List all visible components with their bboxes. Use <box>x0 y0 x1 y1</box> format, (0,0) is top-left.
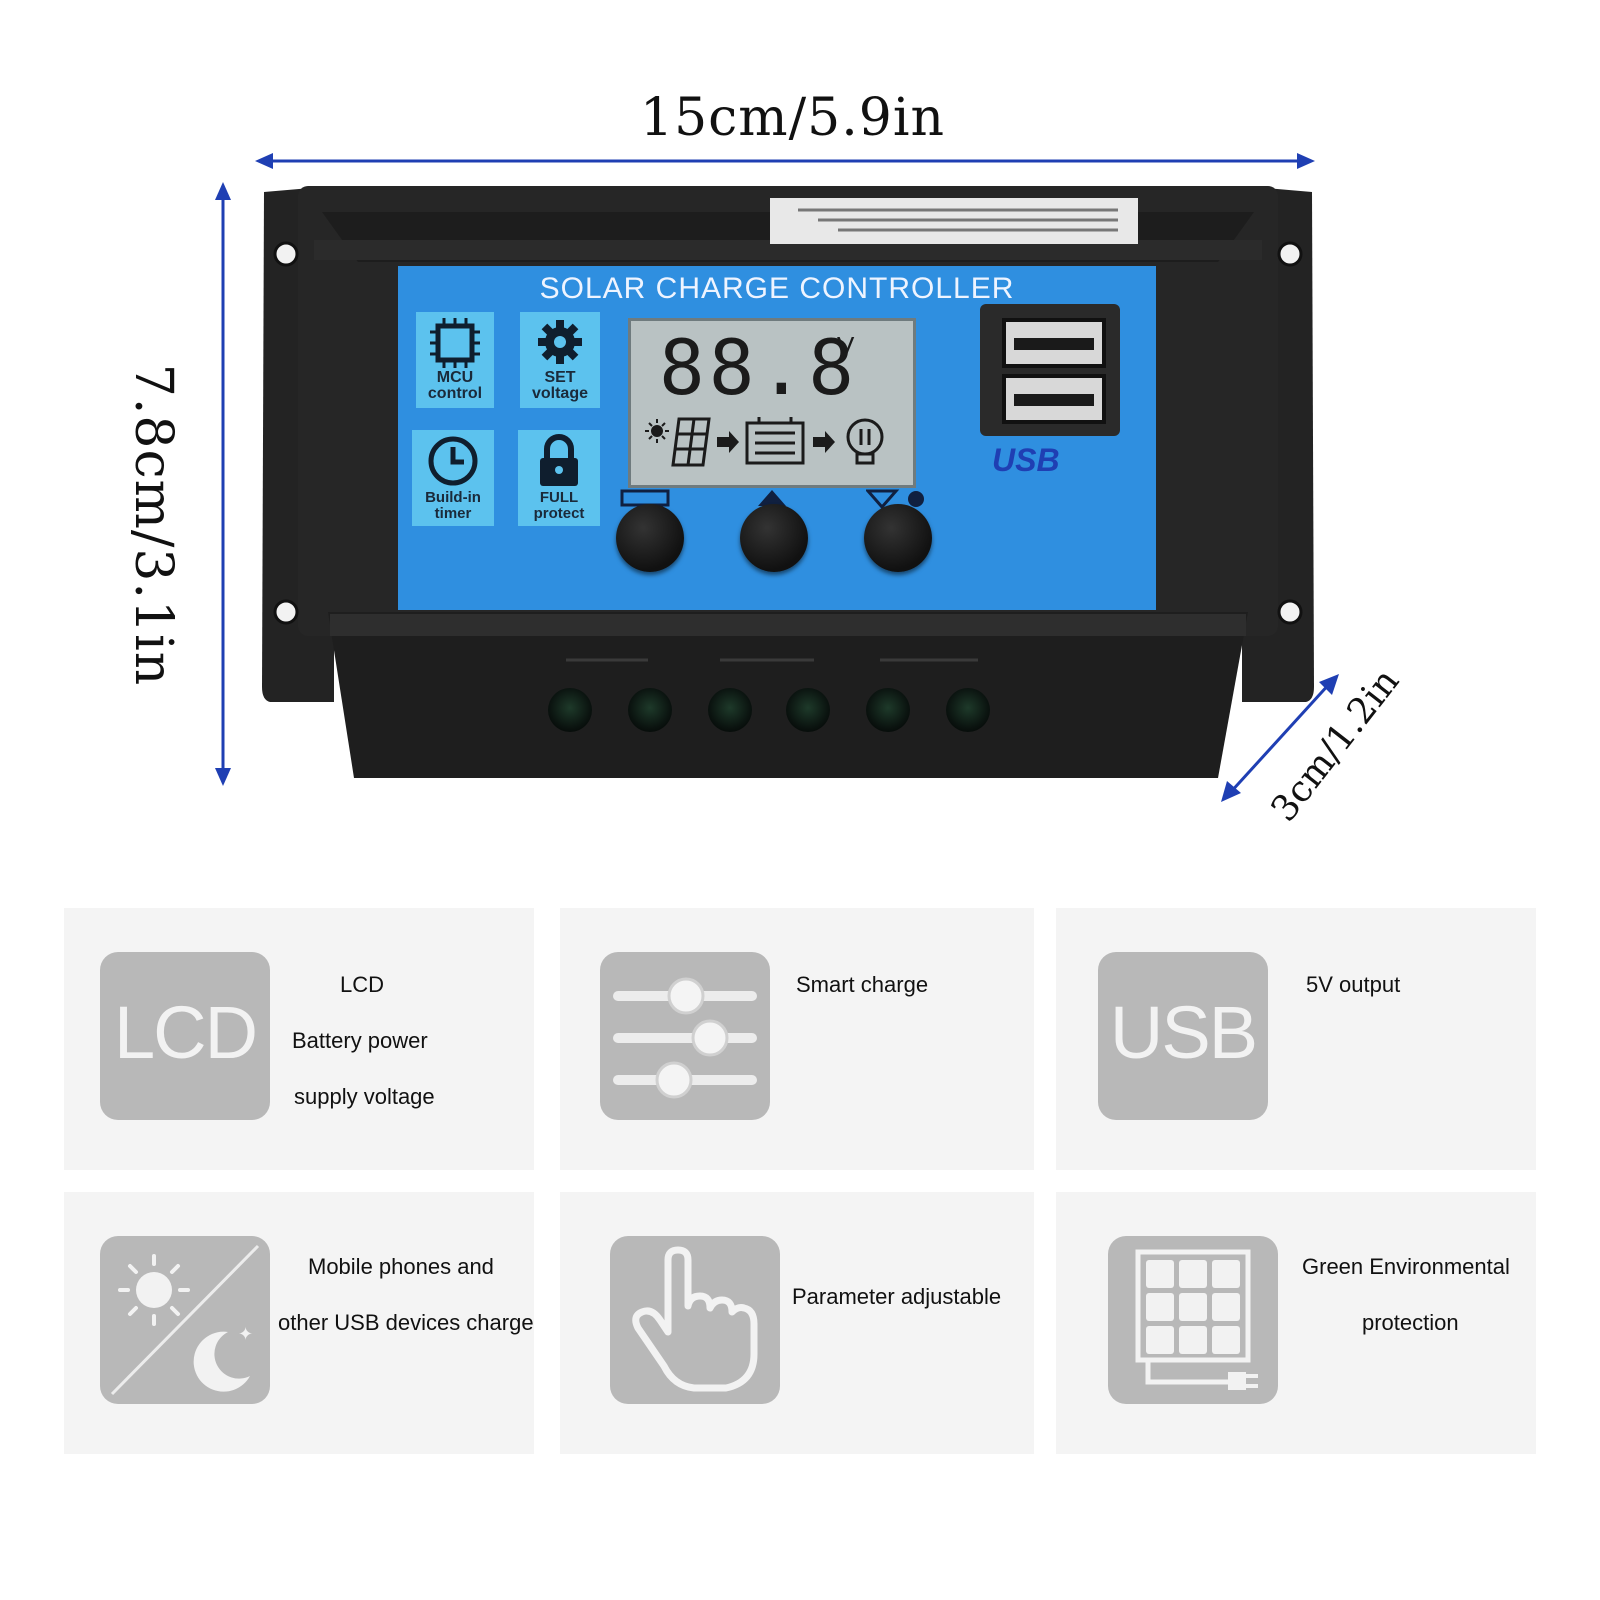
feature-smart-charge: Smart charge <box>560 908 1034 1170</box>
terminal-screw <box>548 688 592 732</box>
gear-icon <box>538 320 582 364</box>
front-panel: SOLAR CHARGE CONTROLLER MCU control <box>398 266 1156 610</box>
terminal-screw <box>866 688 910 732</box>
tag-line: FULL <box>539 489 579 506</box>
lcd-reading: 88.8 <box>659 323 859 412</box>
up-triangle-icon <box>758 490 786 506</box>
day-night-icon: ✦ <box>100 1236 270 1404</box>
tag-set-voltage: SET voltage <box>520 312 600 408</box>
feature-text: Mobile phones and <box>308 1254 494 1279</box>
tag-full-protect: FULL protect <box>518 430 600 526</box>
bulb-icon <box>846 418 884 465</box>
usb-label: USB <box>992 442 1060 478</box>
feature-text: Parameter adjustable <box>792 1284 1002 1309</box>
feature-text: supply voltage <box>294 1084 435 1109</box>
hand-pointer-icon <box>610 1236 780 1404</box>
tag-mcu-control: MCU control <box>416 312 494 408</box>
width-dimension-label: 15cm/5.9in <box>640 88 945 148</box>
tag-line: protect <box>533 505 585 522</box>
usb-icon: USB <box>1098 952 1268 1120</box>
terminal-screw <box>946 688 990 732</box>
lcd-unit: V <box>837 331 855 361</box>
terminal-screw <box>628 688 672 732</box>
tag-line: voltage <box>531 385 588 402</box>
solar-panel-icon <box>1108 1236 1278 1404</box>
solar-panel-icon <box>671 417 711 467</box>
device-title: SOLAR CHARGE CONTROLLER <box>539 272 1015 305</box>
down-button[interactable] <box>864 504 932 572</box>
feature-parameter-adjustable: Parameter adjustable <box>560 1192 1034 1454</box>
feature-green-protection: Green Environmental protection <box>1056 1192 1536 1454</box>
tag-line: SET <box>544 369 576 386</box>
usb-port-housing <box>980 304 1120 436</box>
down-triangle-icon <box>866 489 924 510</box>
tag-line: Build-in <box>425 489 481 506</box>
lcd-icon: LCD <box>100 952 270 1120</box>
height-dimension-arrow <box>215 182 231 786</box>
terminal-screw <box>708 688 752 732</box>
sliders-icon <box>600 952 770 1120</box>
charge-controller-device: SOLAR CHARGE CONTROLLER MCU control <box>258 182 1318 782</box>
arrow-icon <box>717 431 739 453</box>
chip-icon <box>430 318 480 368</box>
sun-icon <box>645 419 669 443</box>
width-dimension-arrow <box>255 153 1315 169</box>
feature-text: Green Environmental <box>1302 1254 1510 1279</box>
feature-text: LCD <box>340 972 385 997</box>
usb-port[interactable] <box>1002 374 1106 424</box>
usb-port[interactable] <box>1002 318 1106 368</box>
terminal-screw <box>786 688 830 732</box>
arrow-icon <box>813 431 835 453</box>
feature-usb-charge: ✦ Mobile phones and other USB devices ch… <box>64 1192 534 1454</box>
feature-text: other USB devices charge <box>278 1310 534 1335</box>
lcd-display: 88.8 V <box>628 318 916 488</box>
lock-icon <box>540 434 578 486</box>
tag-line: MCU <box>436 369 474 386</box>
clock-icon <box>428 436 478 486</box>
feature-usb-output: USB 5V output <box>1056 908 1536 1170</box>
up-button[interactable] <box>740 504 808 572</box>
feature-text: 5V output <box>1306 972 1401 997</box>
battery-icon <box>745 417 805 465</box>
feature-text: Smart charge <box>796 972 929 997</box>
feature-text: Battery power <box>292 1028 428 1053</box>
tag-build-in-timer: Build-in timer <box>412 430 494 526</box>
feature-text: protection <box>1362 1310 1459 1335</box>
svg-text:✦: ✦ <box>238 1324 253 1345</box>
menu-button[interactable] <box>616 504 684 572</box>
depth-dimension-arrow <box>1221 674 1339 802</box>
feature-lcd: LCD LCD Battery power supply voltage <box>64 908 534 1170</box>
lcd-status-icons <box>645 417 884 467</box>
tag-line: timer <box>434 505 472 522</box>
tag-line: control <box>427 385 483 402</box>
